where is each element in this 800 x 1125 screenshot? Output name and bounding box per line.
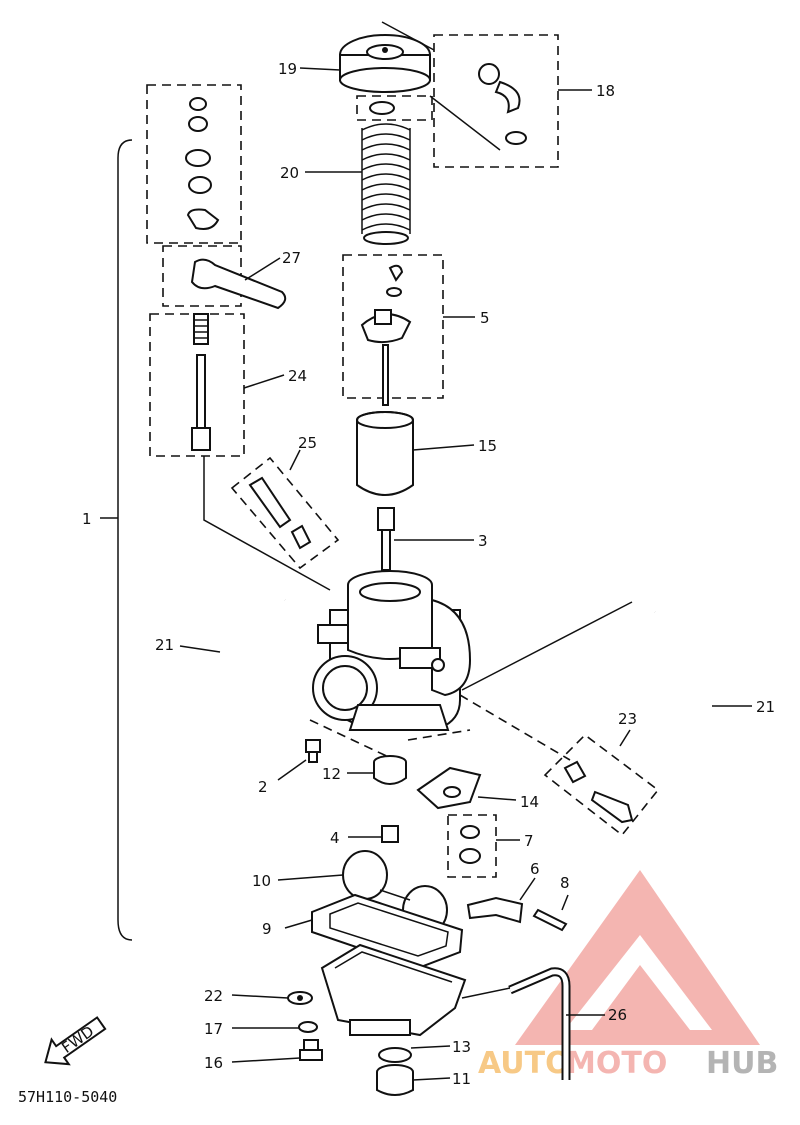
callout-2: 2 <box>258 778 268 796</box>
callout-16: 16 <box>204 1054 223 1072</box>
leader-26-link <box>461 987 511 999</box>
leader-2 <box>277 759 307 781</box>
callout-8: 8 <box>560 874 570 892</box>
leader-body-dashes <box>309 694 571 761</box>
leader-22 <box>231 994 289 999</box>
assembly-bracket <box>117 139 133 941</box>
dash-box-23 <box>543 733 660 837</box>
part-jet-7 <box>459 825 481 864</box>
fwd-arrow: FWD <box>44 1016 107 1066</box>
part-gasket-9 <box>311 893 464 970</box>
callout-19: 19 <box>278 60 297 78</box>
part-idle-screw-stack <box>185 97 220 230</box>
part-washer-17 <box>298 1021 318 1033</box>
leader-19 <box>299 67 341 71</box>
callout-15: 15 <box>478 437 497 455</box>
callout-23: 23 <box>618 710 637 728</box>
part-throttle-valve <box>356 411 414 496</box>
watermark-word-hub: HUB <box>706 1046 778 1081</box>
part-plug-11 <box>376 1064 414 1096</box>
leader-13 <box>410 1045 451 1049</box>
callout-13: 13 <box>452 1038 471 1056</box>
leader-21-right-link <box>461 601 633 691</box>
dash-box-18 <box>433 34 559 168</box>
callout-12: 12 <box>322 765 341 783</box>
callout-25: 25 <box>298 434 317 452</box>
callout-20: 20 <box>280 164 299 182</box>
part-lever-27 <box>190 258 287 310</box>
part-hose-21-left-inner <box>219 577 287 770</box>
leader-11 <box>412 1077 451 1081</box>
part-hose-21-right-inner <box>653 609 715 785</box>
callout-27: 27 <box>282 249 301 267</box>
leader-6 <box>519 877 536 901</box>
callout-9: 9 <box>262 920 272 938</box>
leader-24 <box>243 374 285 389</box>
dash-box-5 <box>342 254 444 399</box>
watermark-word-moto: MOTO <box>566 1046 667 1081</box>
part-gasket-9-inner <box>329 902 449 957</box>
dash-box-top-left <box>146 84 242 244</box>
dash-box-7 <box>447 814 497 878</box>
callout-5: 5 <box>480 309 490 327</box>
leader-25 <box>289 449 301 471</box>
watermark-logo: AUTO MOTO HUB <box>478 870 778 1081</box>
part-clamp-22 <box>287 991 313 1005</box>
part-screw-16 <box>299 1039 323 1061</box>
dash-box-clip <box>356 95 433 121</box>
leader-27 <box>244 257 281 281</box>
leader-18-link <box>381 21 501 151</box>
leader-23 <box>619 729 631 747</box>
part-drain-tube-26-inner <box>509 969 569 1080</box>
callout-11: 11 <box>452 1070 471 1088</box>
part-pilot-screw <box>248 476 312 550</box>
callout-22: 22 <box>204 987 223 1005</box>
leader-9 <box>284 919 313 929</box>
leader-21-left <box>179 645 221 653</box>
part-gasket-13 <box>378 1047 412 1063</box>
part-cable-adjuster <box>478 63 527 145</box>
leader-15 <box>412 444 475 451</box>
leader-24-link <box>203 456 331 591</box>
part-spring <box>361 122 411 245</box>
part-needle <box>360 264 412 406</box>
part-screw-2 <box>305 739 321 763</box>
diagram-code: 57H110-5040 <box>18 1088 117 1106</box>
part-float-bowl <box>320 943 467 1037</box>
callout-24: 24 <box>288 367 307 385</box>
dash-box-25 <box>230 456 340 570</box>
callout-21-left: 21 <box>155 636 174 654</box>
part-pin-8 <box>532 908 568 932</box>
leader-14 <box>477 796 517 801</box>
callout-17: 17 <box>204 1020 223 1038</box>
callout-21-right: 21 <box>756 698 775 716</box>
callout-14: 14 <box>520 793 539 811</box>
callout-26: 26 <box>608 1006 627 1024</box>
part-plate-14-hole <box>443 786 461 798</box>
callout-6: 6 <box>530 860 540 878</box>
leader-16 <box>231 1057 301 1063</box>
part-clip-ring <box>369 101 395 115</box>
callout-10: 10 <box>252 872 271 890</box>
callout-3: 3 <box>478 532 488 550</box>
part-carburetor-body <box>312 570 472 731</box>
callout-1: 1 <box>82 510 92 528</box>
watermark-triangle-core <box>592 965 690 1030</box>
leader-8 <box>561 894 569 911</box>
part-jet-4 <box>381 825 399 843</box>
part-hose-21-left <box>221 579 286 770</box>
callout-4: 4 <box>330 829 340 847</box>
part-12 <box>373 755 407 785</box>
leader-10 <box>277 874 344 881</box>
part-stop-screw <box>191 313 211 451</box>
watermark-word-auto: AUTO <box>478 1046 571 1081</box>
part-needle-jet <box>377 507 395 571</box>
part-air-screw <box>563 760 634 824</box>
callout-7: 7 <box>524 832 534 850</box>
callout-18: 18 <box>596 82 615 100</box>
part-cap <box>339 34 431 93</box>
part-float-arm-6 <box>466 896 524 924</box>
